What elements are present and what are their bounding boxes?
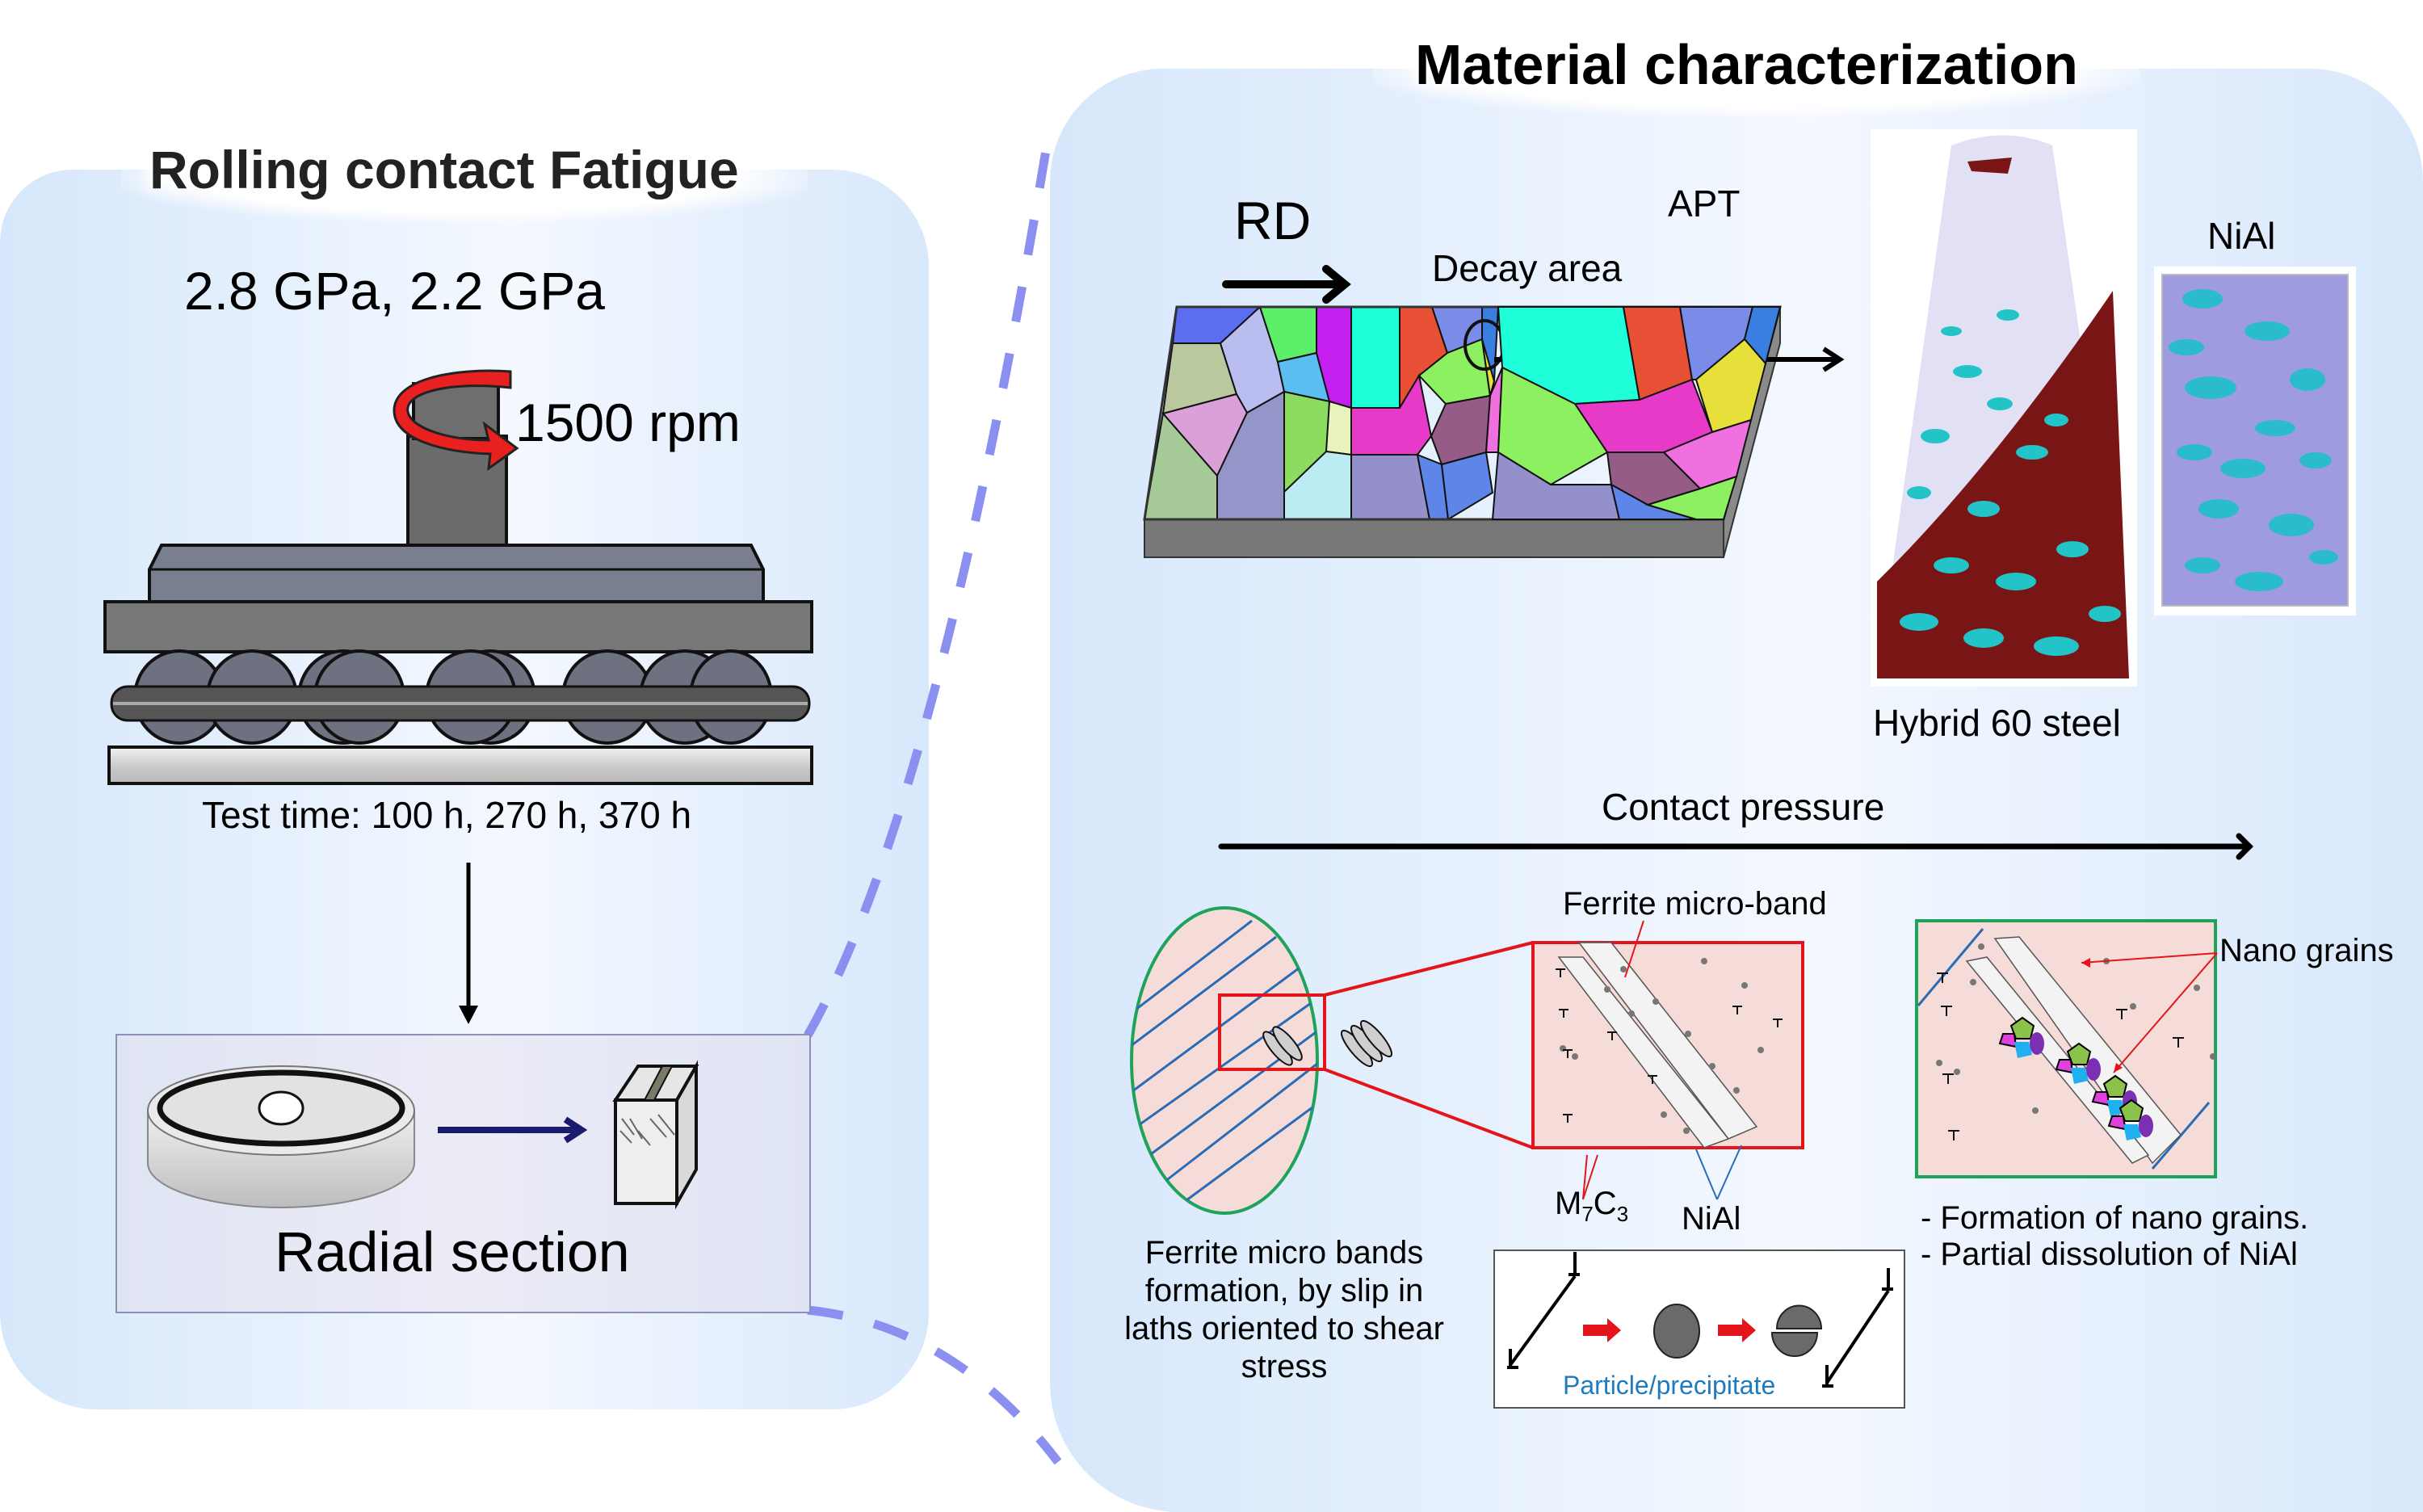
micro-band-strips <box>1557 942 1758 1149</box>
apt-hybrid60-reconstruction <box>1871 129 2137 687</box>
rpm-label: 1500 rpm <box>515 393 741 452</box>
nial-apt-label: NiAl <box>2207 215 2276 257</box>
lower-race-base <box>107 746 813 785</box>
grains <box>1143 305 1503 521</box>
hybrid-60-steel-label: Hybrid 60 steel <box>1873 702 2121 744</box>
connector-top-dash <box>804 145 1052 1038</box>
particle-precipitate-label: Particle/precipitate <box>1563 1371 1776 1400</box>
ferrite-caption: Ferrite micro bands formation, by slip i… <box>1124 1235 1444 1384</box>
nano-grain-clusters <box>1998 1016 2153 1140</box>
ferrite-micro-band-label: Ferrite micro-band <box>1563 886 1827 922</box>
rd-label: RD <box>1234 191 1312 250</box>
contact-pressure-label: Contact pressure <box>1602 786 1885 828</box>
upper-race-plate <box>103 600 813 653</box>
section-cube-icon <box>612 1060 699 1210</box>
apt-label: APT <box>1668 183 1741 225</box>
apt-nial-reconstruction <box>2154 267 2356 615</box>
right-title-glow <box>1373 24 2140 117</box>
nano-caption-line-1: - Formation of nano grains. <box>1921 1200 2309 1236</box>
test-time-label: Test time: 100 h, 270 h, 370 h <box>202 794 692 836</box>
m7c3-label: M7C3 <box>1555 1186 1629 1226</box>
right-panel-title: Material characterization <box>1415 33 2078 96</box>
left-title-glow <box>121 133 808 222</box>
connector-bottom-dash <box>807 1305 1062 1465</box>
pressure-label: 2.8 GPa, 2.2 GPa <box>184 261 605 321</box>
nial-precipitate-label: NiAl <box>1682 1201 1741 1237</box>
left-panel-title: Rolling contact Fatigue <box>149 140 739 200</box>
rotation-arrow-icon <box>393 369 519 472</box>
radial-section-label: Radial section <box>275 1220 630 1283</box>
precipitate-particle-icon <box>1653 1304 1700 1359</box>
nano-grains-label: Nano grains <box>2219 933 2394 968</box>
zoom-inset-marker <box>1218 993 1326 1071</box>
nano-caption-line-2: - Partial dissolution of NiAl <box>1921 1237 2298 1272</box>
disk-specimen-icon <box>147 1065 415 1208</box>
decay-area-label: Decay area <box>1432 247 1623 289</box>
sheared-particle-icon <box>1775 1304 1823 1329</box>
